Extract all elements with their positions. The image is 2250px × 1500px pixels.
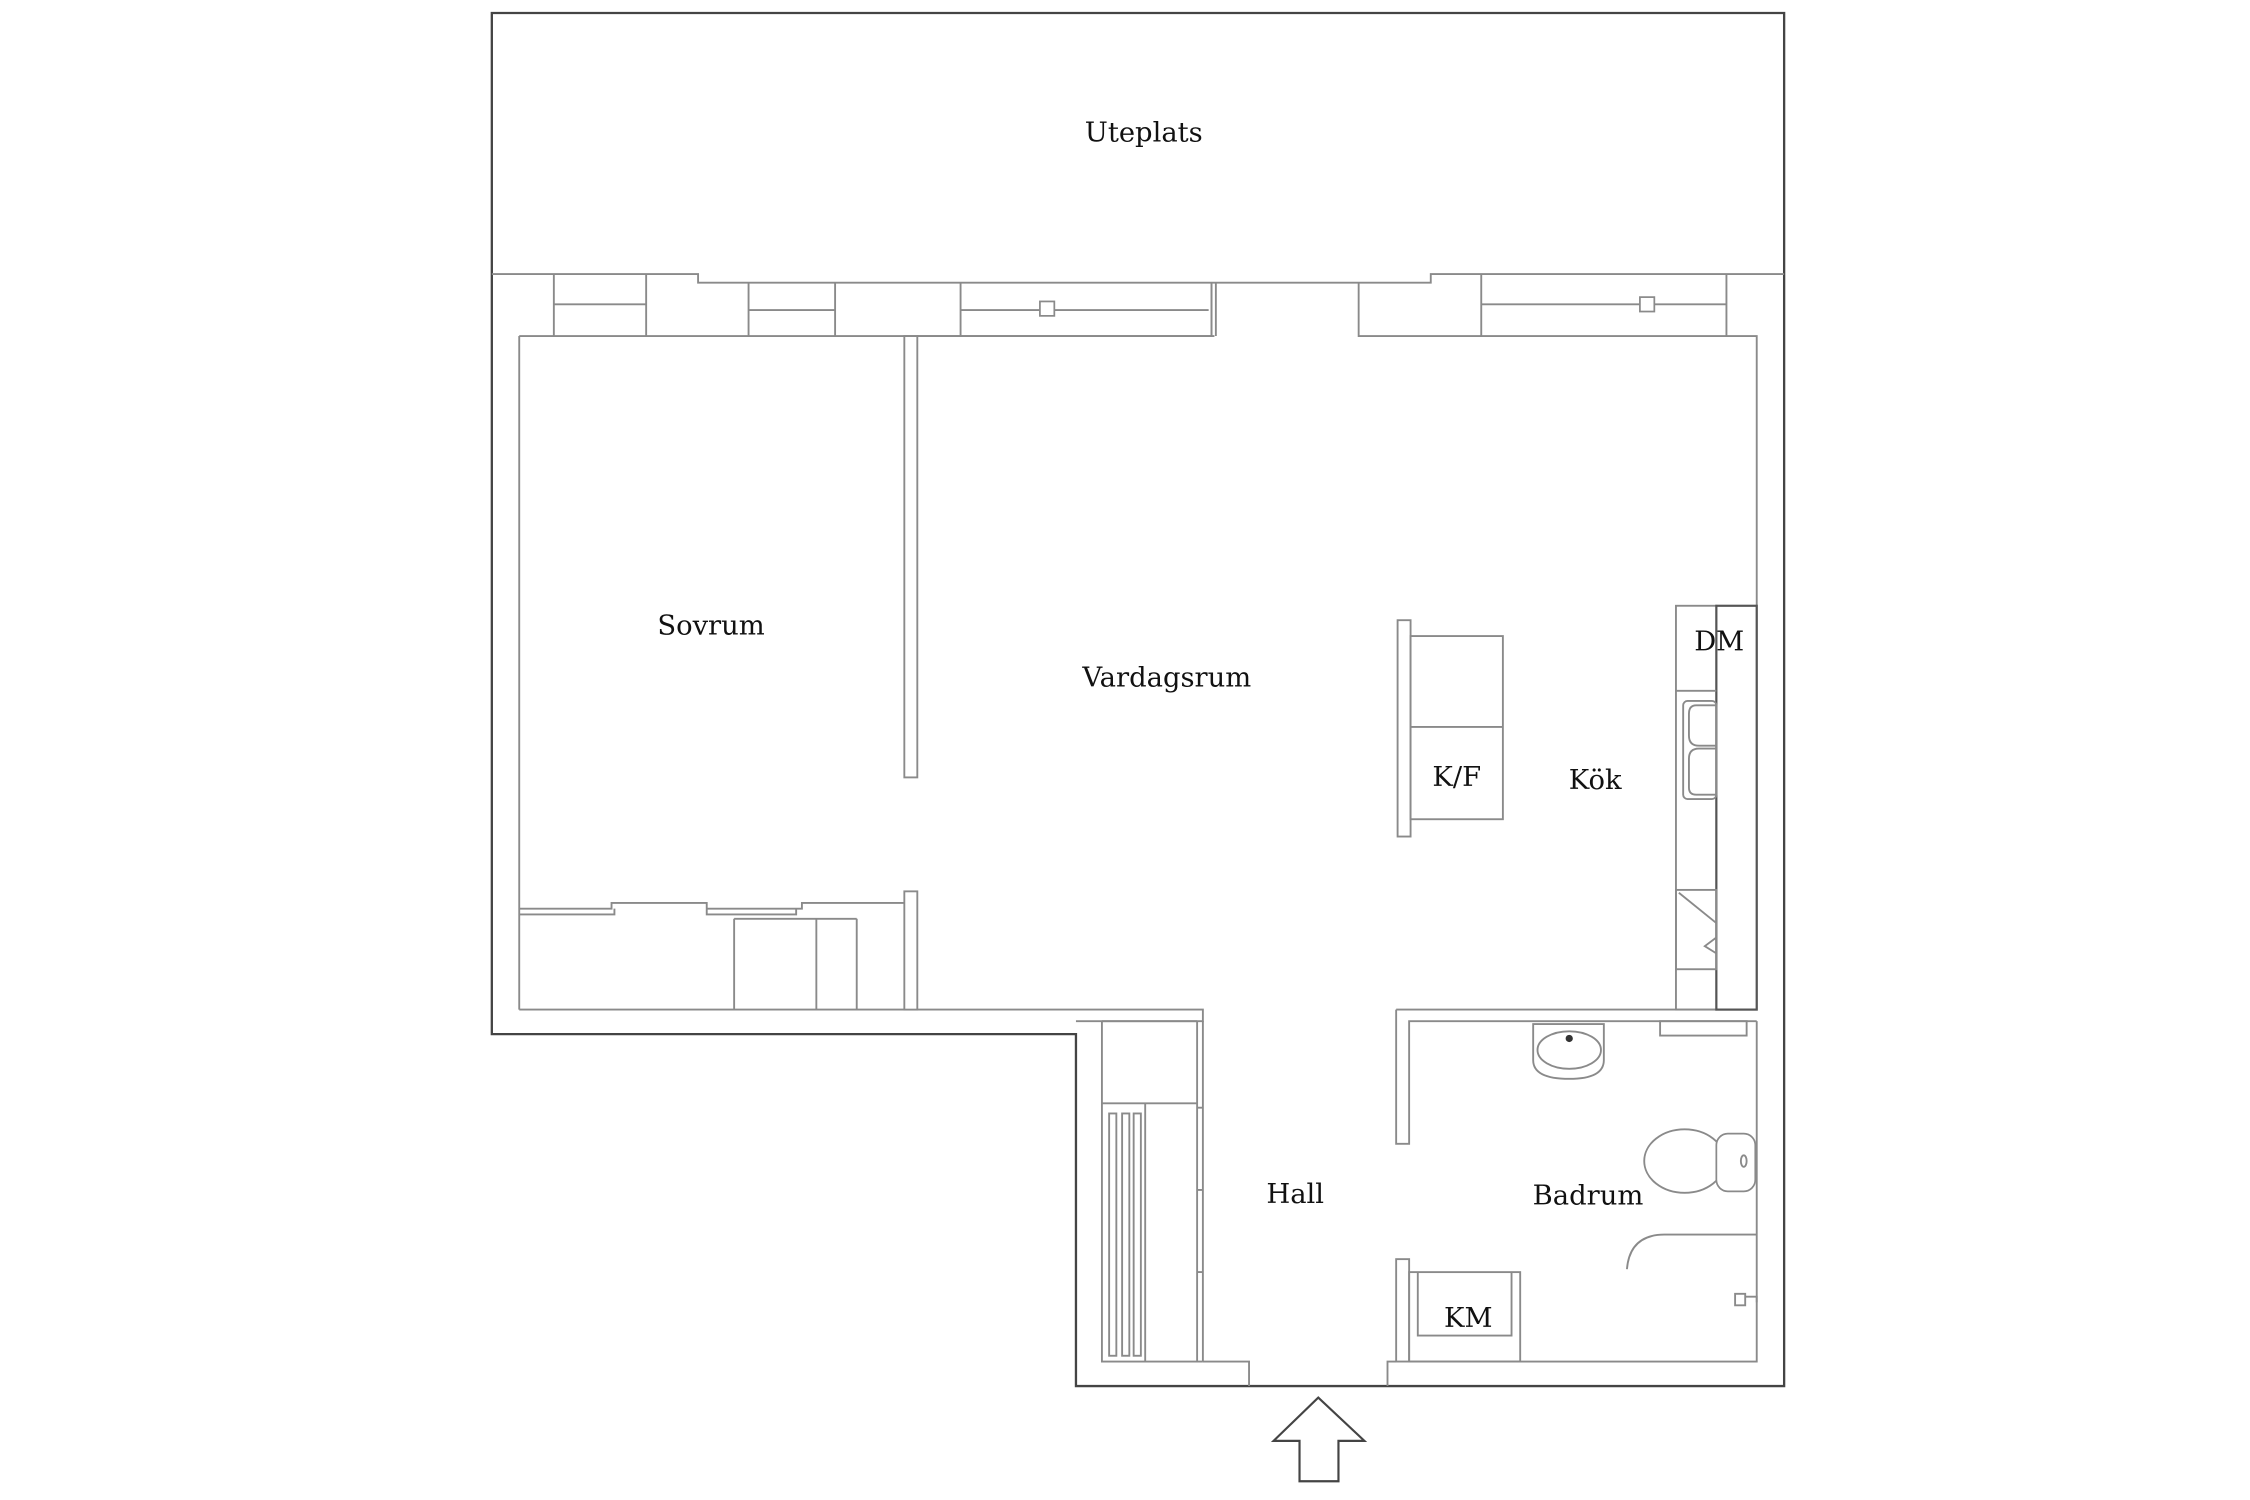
facade-wall — [491, 273, 1785, 284]
washing-machine — [1408, 1271, 1522, 1363]
partition-wall — [903, 335, 919, 1011]
hall-closet — [1100, 1020, 1397, 1387]
room-label-uteplats: Uteplats — [1085, 117, 1203, 148]
fixture-label-kf: K/F — [1432, 762, 1481, 793]
room-label-sovrum: Sovrum — [657, 611, 764, 642]
wardrobe — [519, 901, 905, 1011]
sink-icon — [1682, 700, 1718, 800]
fixture-label-km: KM — [1444, 1303, 1493, 1334]
kitchen-island — [1396, 619, 1504, 838]
room-label-vardagsrum: Vardagsrum — [1081, 663, 1251, 694]
room-label-kok: Kök — [1569, 765, 1622, 796]
washbasin-icon — [1532, 1023, 1605, 1080]
room-label-hall: Hall — [1266, 1179, 1324, 1210]
kitchen-counter — [1675, 604, 1758, 1011]
toilet-icon — [1643, 1128, 1757, 1194]
windows-top — [552, 274, 1728, 337]
entrance-arrow-icon — [1270, 1396, 1368, 1483]
shower-tap-icon — [1734, 1292, 1758, 1307]
outer-boundary — [490, 11, 1786, 1388]
room-label-badrum: Badrum — [1533, 1180, 1644, 1211]
bathtub-edge — [1625, 1233, 1757, 1270]
lower-wall — [917, 1008, 1204, 1023]
stove-icon — [1675, 888, 1718, 971]
inner-top-wall — [518, 282, 1758, 1010]
fixture-label-dm: DM — [1694, 626, 1744, 657]
